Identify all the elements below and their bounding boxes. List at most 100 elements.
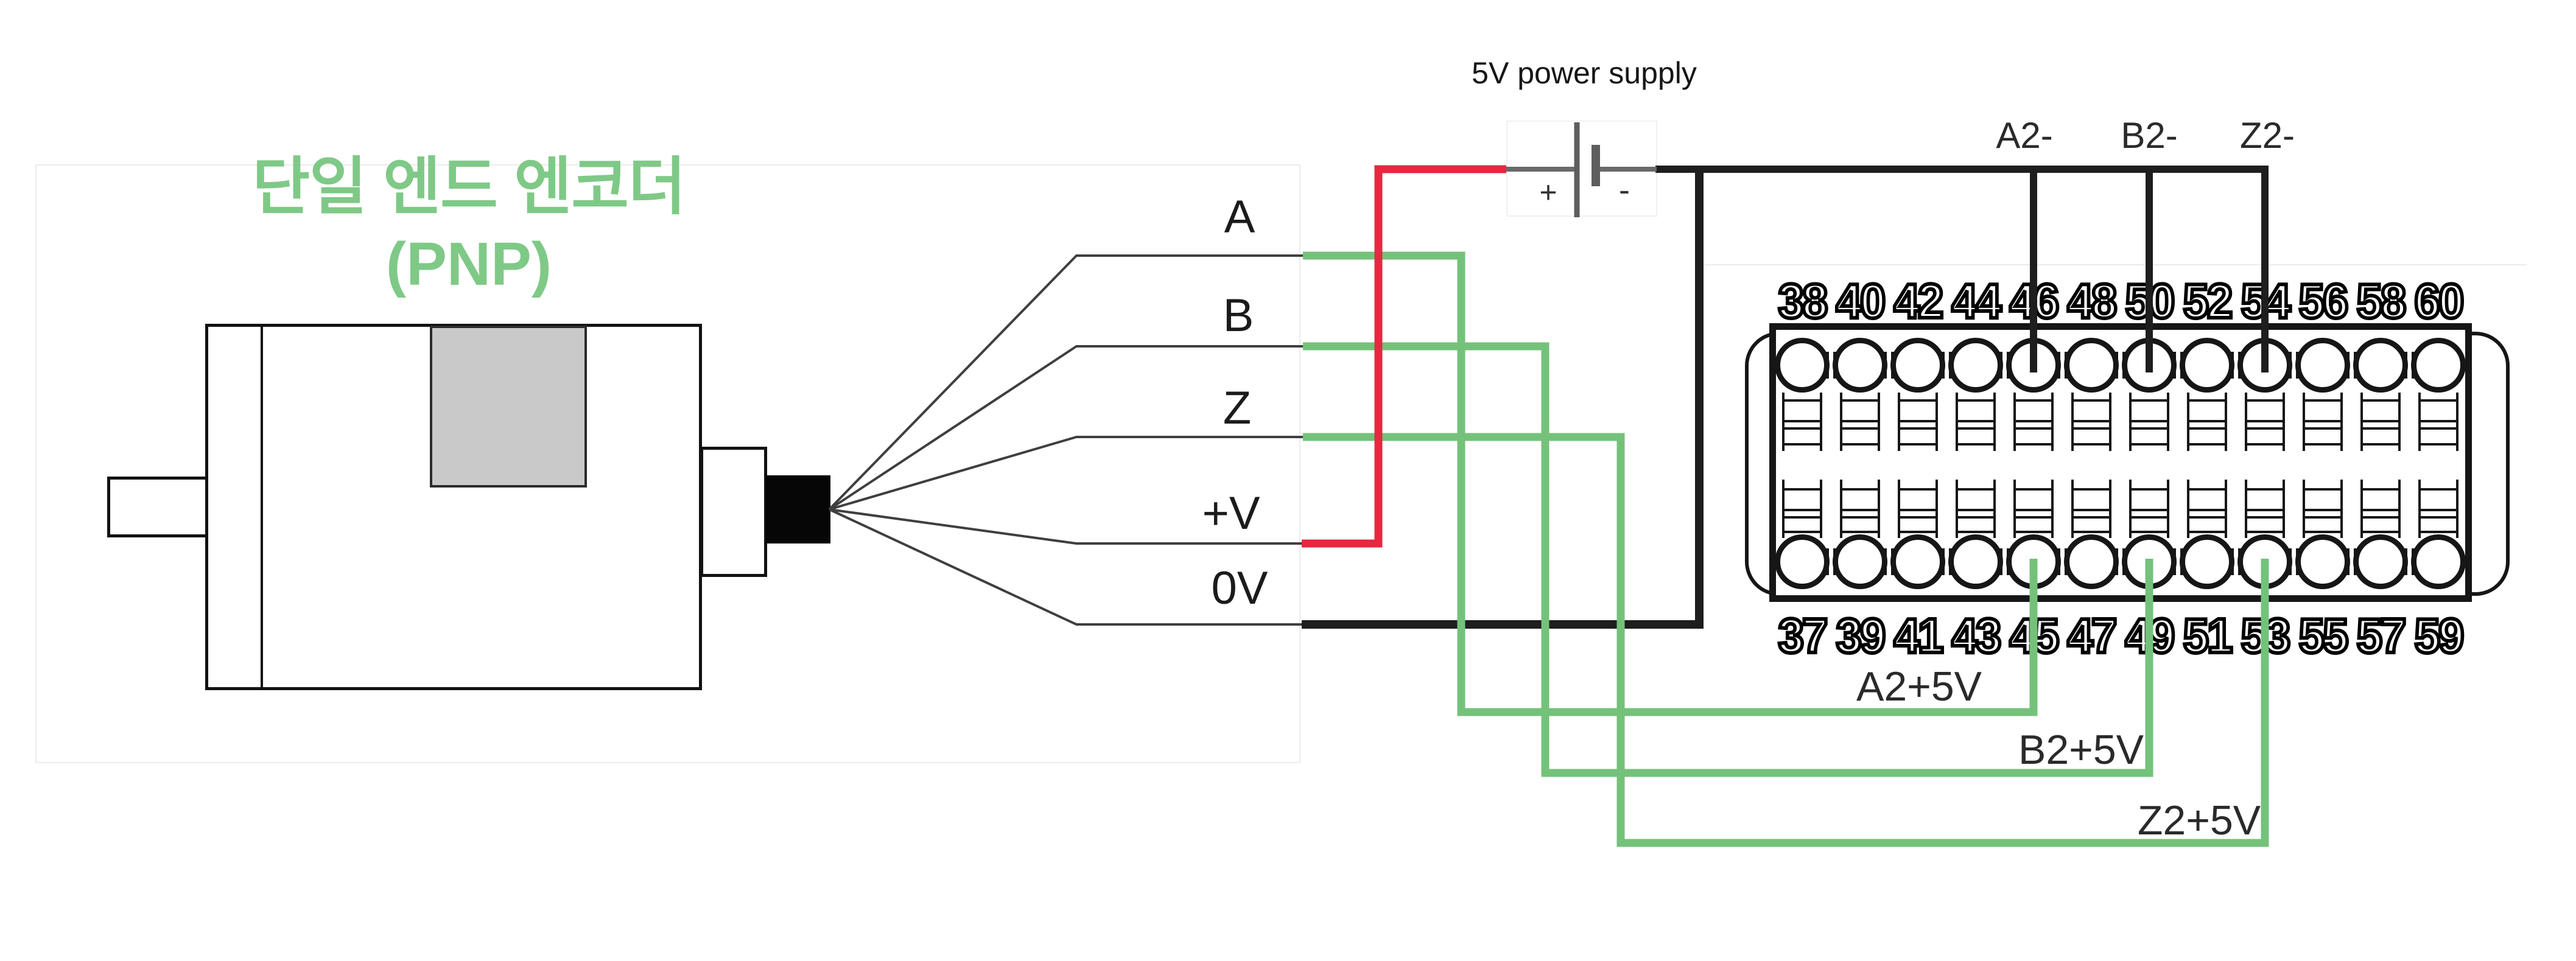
clamp-rung — [2245, 516, 2285, 519]
pin-link-bottom-9 — [2346, 548, 2357, 575]
clamp-rung — [2129, 420, 2169, 422]
clamp-rung — [1782, 399, 1822, 402]
clamp-rung — [1956, 399, 1996, 402]
clamp-rung — [1840, 427, 1880, 430]
wire-0v-black — [1302, 166, 1704, 629]
clamp-rung — [2418, 531, 2458, 533]
clamp-rung — [2071, 399, 2111, 402]
pin-number-top-38: 38 — [1777, 273, 1830, 329]
clamp-rung — [2360, 531, 2401, 533]
pin-number-bottom-43: 43 — [1950, 608, 2003, 664]
clamp-rung — [1840, 443, 1880, 446]
encoder-body-divider-line — [261, 325, 263, 689]
clamp-rung — [2418, 399, 2458, 402]
pin-circle-bottom-53 — [2237, 534, 2292, 589]
diagram-title: 단일 엔드 엔코더 (PNP) — [170, 150, 767, 301]
connection-label-z2plus5v: Z2+5V — [2137, 797, 2261, 844]
clamp-rung — [2071, 427, 2111, 430]
pin-circle-bottom-43 — [1948, 534, 2003, 589]
pin-clamp-upper-4 — [2013, 393, 2054, 451]
pin-link-bottom-7 — [2231, 548, 2241, 575]
clamp-rung — [1840, 531, 1880, 533]
pin-number-bottom-39: 39 — [1834, 608, 1887, 664]
pin-link-top-4 — [2057, 352, 2068, 379]
pin-number-bottom-37: 37 — [1777, 608, 1830, 664]
pin-circle-top-42 — [1890, 338, 1945, 393]
pin-link-top-9 — [2346, 352, 2357, 379]
clamp-rung — [1782, 488, 1822, 491]
pin-clamp-upper-0 — [1782, 393, 1822, 451]
encoder-flange — [700, 447, 767, 577]
clamp-rung — [1956, 427, 1996, 430]
pin-circle-bottom-55 — [2295, 534, 2350, 589]
clamp-rung — [2129, 399, 2169, 402]
pin-circle-top-38 — [1775, 338, 1830, 393]
pin-circle-bottom-47 — [2064, 534, 2119, 589]
clamp-rung — [2360, 427, 2401, 430]
pin-circle-bottom-51 — [2180, 534, 2234, 589]
clamp-rung — [1840, 420, 1880, 422]
pin-link-top-5 — [2115, 352, 2125, 379]
clamp-rung — [2129, 509, 2169, 511]
pin-circle-top-56 — [2295, 338, 2350, 393]
clamp-rung — [2187, 399, 2227, 402]
clamp-rung — [2187, 516, 2227, 519]
clamp-rung — [2245, 399, 2285, 402]
pin-number-bottom-47: 47 — [2066, 608, 2119, 664]
pin-link-bottom-4 — [2057, 548, 2068, 575]
pin-number-top-46: 46 — [2008, 273, 2061, 329]
pin-link-bottom-8 — [2289, 548, 2299, 575]
pin-clamp-lower-1 — [1840, 480, 1880, 538]
pin-clamp-lower-10 — [2360, 480, 2401, 538]
pin-clamp-upper-5 — [2071, 393, 2111, 451]
encoder-wire-label-a: A — [1224, 190, 1255, 243]
pin-number-top-52: 52 — [2181, 273, 2234, 329]
pin-number-bottom-55: 55 — [2297, 608, 2350, 664]
clamp-rung — [2071, 516, 2111, 519]
encoder-shaft — [107, 477, 209, 537]
clamp-rung — [1840, 488, 1880, 491]
power-supply-label: 5V power supply — [1472, 56, 1697, 90]
clamp-rung — [2129, 443, 2169, 446]
pin-number-top-56: 56 — [2297, 273, 2350, 329]
clamp-rung — [1956, 516, 1996, 519]
clamp-rung — [2129, 531, 2169, 533]
pin-number-bottom-45: 45 — [2008, 608, 2061, 664]
pin-number-top-48: 48 — [2066, 273, 2119, 329]
clamp-rung — [2129, 488, 2169, 491]
clamp-rung — [1840, 399, 1880, 402]
pin-link-bottom-3 — [1999, 548, 2010, 575]
clamp-rung — [2013, 443, 2054, 446]
pin-link-top-6 — [2173, 352, 2183, 379]
clamp-rung — [1898, 399, 1938, 402]
pin-number-bottom-53: 53 — [2239, 608, 2292, 664]
clamp-rung — [2013, 420, 2054, 422]
clamp-rung — [1898, 509, 1938, 511]
pin-number-top-44: 44 — [1950, 273, 2003, 329]
pin-clamp-lower-6 — [2129, 480, 2169, 538]
clamp-rung — [1782, 420, 1822, 422]
clamp-rung — [2360, 488, 2401, 491]
clamp-rung — [2013, 399, 2054, 402]
encoder-cable-connector — [766, 475, 830, 543]
battery-plus-sign: + — [1539, 175, 1557, 209]
pin-number-top-42: 42 — [1892, 273, 1945, 329]
clamp-rung — [2071, 443, 2111, 446]
pin-circle-bottom-39 — [1833, 534, 1887, 589]
pin-clamp-lower-3 — [1956, 480, 1996, 538]
pin-number-top-54: 54 — [2239, 273, 2292, 329]
clamp-rung — [2187, 427, 2227, 430]
clamp-rung — [1898, 443, 1938, 446]
clamp-rung — [2245, 427, 2285, 430]
pin-circle-top-46 — [2006, 338, 2061, 393]
clamp-rung — [2360, 516, 2401, 519]
pin-number-bottom-59: 59 — [2413, 608, 2466, 664]
diagram-title-line1: 단일 엔드 엔코더 — [252, 152, 686, 222]
pin-link-top-3 — [1999, 352, 2010, 379]
clamp-rung — [2071, 420, 2111, 422]
pin-clamp-upper-10 — [2360, 393, 2401, 451]
pin-number-top-58: 58 — [2355, 273, 2408, 329]
pin-link-bottom-6 — [2173, 548, 2183, 575]
pin-clamp-lower-4 — [2013, 480, 2054, 538]
pin-circle-bottom-37 — [1775, 534, 1830, 589]
